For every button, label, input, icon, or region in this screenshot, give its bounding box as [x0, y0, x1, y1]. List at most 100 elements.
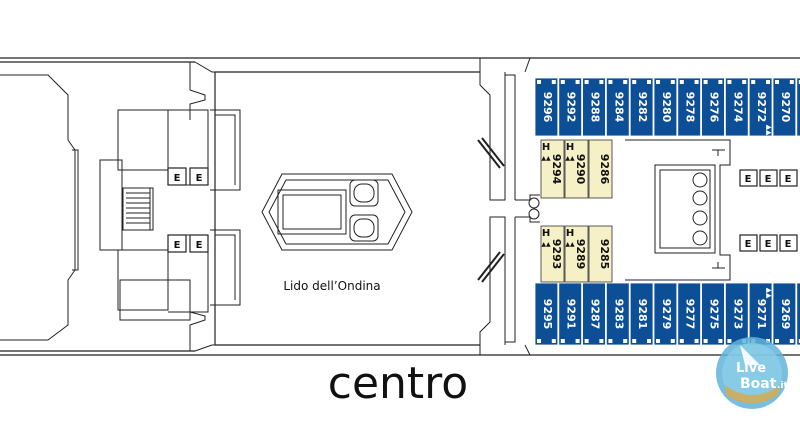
cabin[interactable]: 9274	[725, 77, 749, 137]
cabin[interactable]: 9275	[701, 282, 725, 346]
elevator-icon: E	[765, 174, 772, 185]
cabin[interactable]: 9279	[653, 282, 678, 346]
cabin-number: 9279	[660, 299, 673, 330]
inner-cabin[interactable]: 9286	[588, 139, 613, 199]
elevator-group-bottom: E E	[167, 234, 209, 253]
cabin[interactable]: 9270	[772, 77, 797, 137]
liveboat-logo: Live Boat .it	[716, 337, 789, 409]
inner-cabin[interactable]: 9285	[588, 225, 613, 283]
cabin[interactable]: 9295	[534, 282, 559, 346]
cabin-number: 9292	[565, 92, 578, 123]
cabin-number: 9270	[779, 92, 792, 123]
cabin[interactable]: 9283	[606, 282, 630, 346]
cabin-number: 9294	[550, 154, 563, 185]
bulkhead-structure	[479, 57, 540, 356]
logo-word-boat: Boat	[740, 376, 777, 392]
cabin-number: 9285	[598, 239, 611, 270]
elevator-icon: E	[174, 173, 181, 184]
cabin[interactable]: 9287	[582, 282, 606, 346]
cabin-number: 9287	[589, 299, 602, 330]
accessible-icon: H	[566, 228, 574, 239]
elevator-group-right-top: E E E	[739, 169, 798, 187]
cabin-number: 9284	[612, 92, 625, 123]
stairs-icon	[477, 137, 505, 283]
logo-suffix: .it	[777, 381, 789, 391]
cabin[interactable]: 9280	[653, 77, 678, 137]
cabin-number: 9283	[612, 299, 625, 330]
cabin-number: 9296	[541, 92, 554, 123]
cabin[interactable]: 9267	[796, 282, 800, 346]
accessible-icon: H	[542, 142, 550, 153]
cabin-number: 9277	[684, 299, 697, 330]
accessible-marker-icon: ▲▲	[765, 288, 773, 299]
cabin[interactable]: 9296	[534, 77, 559, 137]
elevator-group-top: E E	[167, 167, 209, 186]
accessible-marker-icon: ▲▲	[765, 125, 773, 136]
elevator-icon: E	[174, 240, 181, 251]
cabin[interactable]: 9268	[796, 77, 800, 137]
cabin[interactable]: 9277	[677, 282, 701, 346]
cabin-number: 9271	[755, 299, 768, 330]
cabin-number: 9290	[574, 154, 587, 185]
accessible-marker-icon: ▲▲	[565, 241, 575, 248]
accessible-marker-icon: ▲▲	[541, 155, 551, 162]
service-area	[625, 139, 731, 281]
cabin-row-top: 9296 9292 9288 9284 9282 9280 9278 9276 9274 9272…	[534, 77, 800, 137]
accessible-icon: H	[566, 142, 574, 153]
accessible-marker-icon: ▲▲	[565, 155, 575, 162]
stairs-icon	[122, 187, 154, 231]
cabin[interactable]: 9292	[558, 77, 582, 137]
cabin[interactable]: 9269	[772, 282, 797, 346]
cabin[interactable]: 9272 ▲▲	[748, 77, 773, 137]
cabin[interactable]: 9282	[629, 77, 654, 137]
cabin-number: 9278	[684, 92, 697, 123]
hull-outline	[0, 57, 800, 356]
cabin-number: 9282	[636, 92, 649, 123]
cabin-number: 9280	[660, 92, 673, 123]
elevator-group-right-bottom: E E E	[739, 234, 798, 252]
cabin-row-bottom: 9295 9291 9287 9283 9281 9279 9277 9275 9273 9271…	[534, 282, 800, 346]
cabin[interactable]: 9271▲▲	[748, 282, 773, 346]
cabin-number: 9291	[565, 299, 578, 330]
cabin[interactable]: 9291	[558, 282, 582, 346]
cabin[interactable]: 9278	[677, 77, 701, 137]
cabin-number: 9286	[598, 154, 611, 185]
cabin[interactable]: 9288	[582, 77, 606, 137]
accessible-marker-icon: ▲▲	[541, 241, 551, 248]
cabin-number: 9273	[731, 299, 744, 330]
elevator-icon: E	[745, 239, 752, 250]
elevator-icon: E	[765, 239, 772, 250]
cabin[interactable]: 9273	[725, 282, 749, 346]
cabin-number: 9276	[708, 92, 721, 123]
logo-word-live: Live	[736, 361, 766, 376]
cabin-number: 9275	[708, 299, 721, 330]
cabin-number: 9288	[589, 92, 602, 123]
elevator-icon: E	[785, 174, 792, 185]
cabin[interactable]: 9281	[629, 282, 654, 346]
stern-structure	[0, 61, 241, 352]
cabin-number: 9289	[574, 239, 587, 270]
area-label: Lido dell’Ondina	[283, 279, 380, 293]
cabin-number: 9274	[731, 92, 744, 123]
cabin-number: 9272	[755, 92, 768, 123]
pool-icon	[261, 173, 413, 251]
elevator-icon: E	[745, 174, 752, 185]
elevator-icon: E	[785, 239, 792, 250]
section-caption: centro	[328, 358, 468, 409]
cabin-number: 9269	[779, 299, 792, 330]
cabin-number: 9293	[550, 239, 563, 270]
cabin[interactable]: 9284	[606, 77, 630, 137]
elevator-icon: E	[196, 240, 203, 251]
accessible-icon: H	[542, 228, 550, 239]
elevator-icon: E	[196, 173, 203, 184]
cabin-number: 9295	[541, 299, 554, 330]
cabin-number: 9281	[636, 299, 649, 330]
cabin[interactable]: 9276	[701, 77, 725, 137]
